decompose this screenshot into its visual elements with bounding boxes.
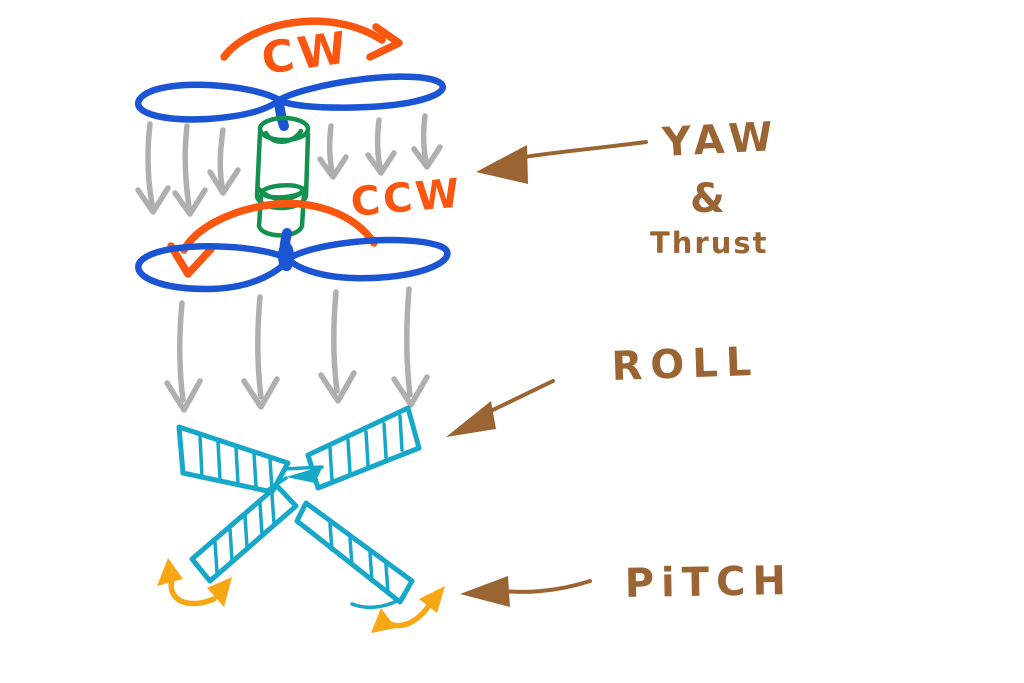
airflow-arrow-head xyxy=(365,150,397,176)
airflow-arrow-stem xyxy=(182,123,192,210)
airflow-arrow-stem xyxy=(177,300,186,403)
yaw-label-line1: YAW xyxy=(660,114,780,166)
airflow-arrow-head xyxy=(164,378,203,413)
roll-label: ROLL xyxy=(611,339,760,390)
callout-head xyxy=(460,576,510,607)
roll-callout-arrow-icon xyxy=(446,379,555,437)
callout-stem xyxy=(494,579,592,594)
airflow-arrow-stem xyxy=(326,123,335,174)
top-rotor xyxy=(135,73,446,131)
airflow-arrows-lower xyxy=(164,286,430,413)
airflow-arrow-head xyxy=(135,185,171,215)
airflow-arrow-stem xyxy=(217,127,226,189)
fin-motion-arrow-left-icon xyxy=(157,558,232,607)
airflow-arrow-head xyxy=(318,370,357,404)
ccw-arrowhead xyxy=(167,242,215,278)
yaw-callout-arrow-icon xyxy=(476,140,648,184)
fin-lower-left xyxy=(189,483,299,584)
callout-head xyxy=(446,401,496,437)
yaw-label-line2: & xyxy=(690,176,725,222)
top-rotor-right-blade xyxy=(275,73,446,111)
fin-hatching xyxy=(328,414,404,483)
cylinder-body xyxy=(256,190,307,238)
fin-lower-right xyxy=(294,500,415,605)
fin-motion-head xyxy=(207,577,232,607)
callout-stem xyxy=(522,140,648,159)
cw-label: CW xyxy=(258,22,353,85)
pitch-label: PiTCH xyxy=(624,558,793,607)
ccw-rotation-arrow-icon xyxy=(167,199,378,278)
callout-head xyxy=(476,145,528,184)
airflow-arrow-stem xyxy=(420,113,429,164)
fin-hatching xyxy=(213,493,276,575)
airflow-arrow-stem xyxy=(255,294,264,400)
yaw-label-line3: Thrust xyxy=(650,226,769,260)
top-rotor-shaft xyxy=(274,97,289,131)
cw-arrowhead xyxy=(366,23,403,61)
airflow-arrows-upper xyxy=(135,113,443,217)
fin-lower-right-tail xyxy=(350,595,406,609)
fin-motion-head xyxy=(371,608,396,633)
airflow-arrow-stem xyxy=(145,121,155,207)
airflow-arrow-head xyxy=(317,154,349,180)
control-fins xyxy=(176,405,422,609)
cw-arc xyxy=(220,17,386,61)
fin-motion-arc xyxy=(168,577,217,607)
airflow-arrow-stem xyxy=(331,289,340,394)
fin-center-strokes xyxy=(264,465,324,493)
airflow-arrow-head xyxy=(207,167,241,196)
airflow-arrow-head xyxy=(411,144,443,170)
airflow-arrow-stem xyxy=(374,117,383,170)
fin-motion-head xyxy=(157,558,183,586)
airflow-arrow-head xyxy=(391,374,430,408)
airflow-arrow-stem xyxy=(404,286,413,398)
top-rotor-left-blade xyxy=(135,81,283,123)
ccw-arc xyxy=(180,199,378,254)
airflow-arrow-head xyxy=(241,376,280,410)
fin-hatching xyxy=(328,522,390,595)
fin-center-wedge xyxy=(286,466,323,483)
ccw-label: CCW xyxy=(349,170,464,226)
bottom-rotor-right-blade xyxy=(284,236,451,282)
airflow-arrow-head xyxy=(172,187,208,217)
pitch-callout-arrow-icon xyxy=(460,576,592,607)
cw-rotation-arrow-icon xyxy=(220,17,403,61)
bottom-rotor-left-blade xyxy=(135,243,292,293)
cylinder-top-ellipse xyxy=(259,183,306,200)
fin-motion-head xyxy=(419,586,445,613)
fin-hatching xyxy=(198,434,274,491)
cylinder-top-inner-arc xyxy=(263,128,304,144)
bottom-rotor xyxy=(135,228,451,293)
motor-cylinder-lower xyxy=(256,183,307,238)
fin-motion-arrow-right-icon xyxy=(371,586,445,633)
